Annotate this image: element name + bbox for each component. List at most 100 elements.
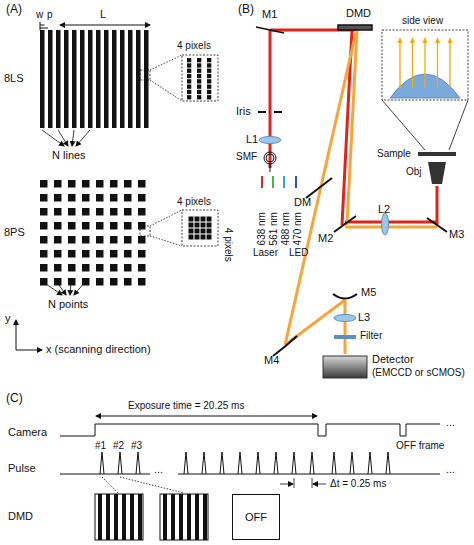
rect-stroke — [82, 236, 90, 244]
path-stroke — [435, 37, 440, 43]
line-shape — [436, 186, 439, 225]
rect-shape — [182, 210, 218, 246]
rect-stroke — [197, 79, 201, 83]
pixel-zoom — [187, 58, 211, 99]
line-stroke — [412, 40, 413, 88]
part-name: Filter — [360, 330, 382, 342]
rect-stroke — [54, 264, 62, 272]
line-shape — [96, 416, 317, 417]
path-stroke — [448, 37, 453, 43]
pattern-name: 8PS — [4, 226, 25, 239]
rect-stroke — [138, 250, 146, 258]
part-name: SMF — [236, 151, 257, 163]
timing-label: Δt = 0.25 ms — [330, 478, 386, 490]
part-name: Sample — [377, 148, 411, 160]
rect-stroke — [207, 95, 211, 99]
rect-stroke — [187, 95, 191, 99]
laser-beam — [270, 30, 437, 225]
rect-stroke — [110, 236, 118, 244]
rect-stroke — [54, 180, 62, 188]
circle-shape — [266, 154, 274, 162]
line-shape — [256, 27, 284, 33]
rect-stroke — [207, 69, 211, 73]
rect-stroke — [82, 180, 90, 188]
path-stroke — [256, 452, 260, 474]
rect-stroke — [110, 278, 118, 286]
ellipsis: ... — [154, 463, 163, 476]
rect-stroke — [201, 235, 206, 240]
rect-stroke — [82, 208, 90, 216]
rect-stroke — [197, 58, 201, 62]
rect-stroke — [96, 208, 104, 216]
rect-shape — [382, 30, 468, 100]
pulse-train — [60, 452, 440, 474]
rect-stroke — [96, 236, 104, 244]
path-stroke — [398, 37, 403, 43]
rect-stroke — [195, 217, 200, 222]
rect-stroke — [189, 235, 194, 240]
line-shape — [382, 100, 425, 150]
rect-stroke — [187, 79, 191, 83]
line-shape — [42, 130, 64, 146]
dmd-frames — [95, 494, 208, 540]
line-stroke — [178, 474, 440, 475]
rect-stroke — [138, 494, 142, 540]
rect-stroke — [68, 264, 76, 272]
rect-stroke — [138, 222, 146, 230]
line-stroke — [437, 40, 438, 88]
dmd-off-frame: OFF — [232, 494, 280, 540]
rect-stroke — [197, 69, 201, 73]
part-name: Obj — [406, 166, 422, 178]
rect-stroke — [64, 30, 69, 128]
line-shape — [102, 477, 118, 493]
pattern-note: N lines — [52, 149, 86, 162]
rect-stroke — [197, 74, 201, 78]
rect-stroke — [68, 194, 76, 202]
part-name: M4 — [264, 354, 279, 367]
source-arrows — [262, 164, 296, 188]
axis-label: x (scanning direction) — [46, 343, 151, 356]
rect-stroke — [96, 180, 104, 188]
rect-stroke — [179, 494, 183, 540]
panel-letter: (A) — [6, 3, 22, 17]
pulse-interval — [102, 477, 326, 493]
axis-label: y — [5, 312, 11, 325]
path-stroke — [423, 37, 428, 43]
rect-shape — [140, 70, 150, 80]
ellipsis: ... — [446, 463, 455, 476]
line-shape — [285, 32, 356, 345]
line-shape — [74, 282, 85, 295]
path-shape — [428, 162, 446, 184]
rect-stroke — [68, 236, 76, 244]
rect-stroke — [201, 229, 206, 234]
rect-stroke — [110, 264, 118, 272]
dimension-marks — [40, 22, 150, 30]
line-shape — [294, 478, 295, 488]
rect-stroke — [54, 250, 62, 258]
rect-stroke — [195, 223, 200, 228]
rect-stroke — [68, 278, 76, 286]
line-shape — [58, 130, 68, 146]
line-shape — [76, 130, 90, 146]
pulse-number: #2 — [113, 440, 124, 452]
line-shape — [274, 111, 282, 113]
camera-trace — [60, 416, 440, 436]
rect-stroke — [163, 494, 167, 540]
line-shape — [40, 25, 45, 26]
zoom-marks — [140, 55, 218, 246]
rect-stroke — [40, 30, 45, 128]
rect-stroke — [195, 229, 200, 234]
line-pattern — [40, 30, 149, 128]
rect-stroke — [95, 494, 143, 540]
line-stroke — [424, 40, 425, 88]
rect-stroke — [197, 63, 201, 67]
rect-stroke — [187, 494, 191, 540]
rect-stroke — [40, 264, 48, 272]
rect-stroke — [207, 63, 211, 67]
pattern-name: 8LS — [4, 72, 24, 85]
rect-stroke — [68, 208, 76, 216]
rect-stroke — [82, 222, 90, 230]
part-name: M2 — [318, 232, 333, 245]
rect-stroke — [171, 494, 175, 540]
